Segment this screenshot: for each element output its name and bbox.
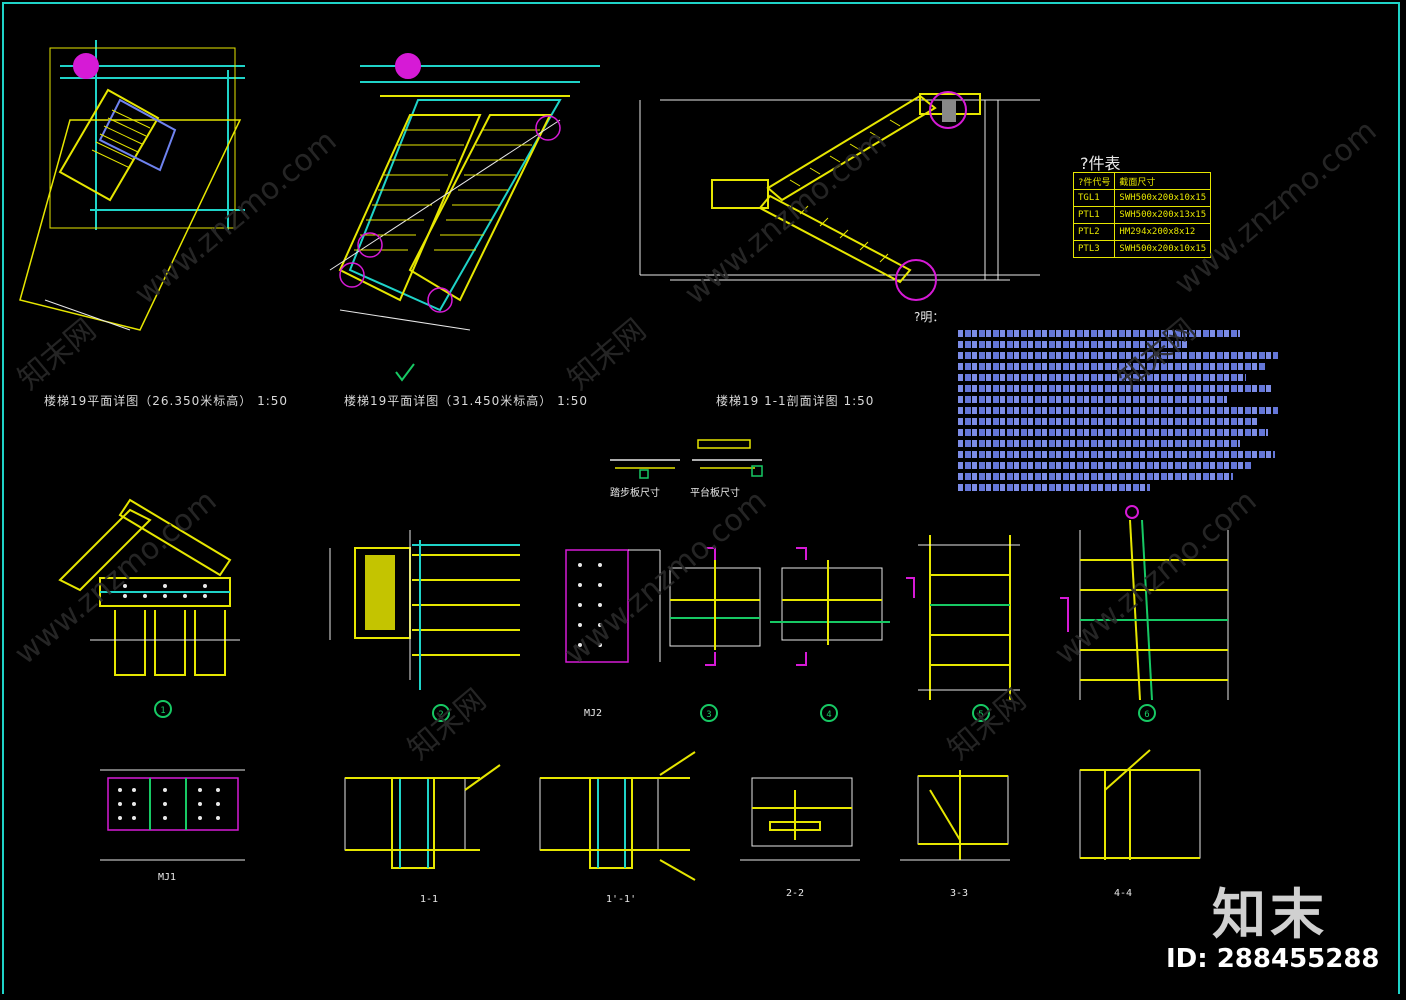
section-1-1-steps bbox=[789, 119, 901, 263]
stair-plan-1-treads bbox=[91, 109, 151, 169]
stair-plan-1 bbox=[19, 40, 245, 331]
detail-number-3: 3 bbox=[700, 704, 718, 722]
component-section: HM294x200x8x12 bbox=[1114, 223, 1212, 241]
mj1-caption: MJ1 bbox=[158, 872, 177, 883]
plan-2-caption: 楼梯19平面详图（31.450米标高） 1:50 bbox=[344, 394, 589, 408]
plan-1-caption: 楼梯19平面详图（26.350米标高） 1:50 bbox=[44, 394, 289, 408]
stair-plan-2-nodes bbox=[339, 115, 561, 313]
component-section: SWH500x200x10x15 bbox=[1114, 240, 1212, 258]
check-mark bbox=[395, 363, 415, 382]
cut-3-3-caption: 3-3 bbox=[950, 888, 969, 899]
cut-2-2 bbox=[740, 777, 860, 861]
table-row: PTL3 SWH500x200x10x15 bbox=[1072, 240, 1212, 258]
detail-5 bbox=[906, 535, 1020, 700]
note-line bbox=[958, 462, 1253, 469]
cut-4-4 bbox=[1079, 749, 1201, 860]
tread-caption: 踏步板尺寸 bbox=[610, 488, 660, 499]
plate-mj2-bolts bbox=[578, 563, 602, 647]
detail-6 bbox=[1060, 505, 1229, 701]
platform-caption: 平台板尺寸 bbox=[690, 488, 740, 499]
detail-1-bolts bbox=[123, 584, 207, 598]
cut-4-4-caption: 4-4 bbox=[1114, 888, 1133, 899]
table-row: ?件代号 截面尺寸 bbox=[1072, 172, 1212, 190]
detail-4 bbox=[770, 547, 890, 666]
cut-1p-1p-caption: 1'-1' bbox=[606, 894, 637, 905]
table-row: PTL2 HM294x200x8x12 bbox=[1072, 223, 1212, 241]
component-table: ?件代号 截面尺寸 TGL1 SWH500x200x10x15 PTL1 SWH… bbox=[1072, 172, 1212, 258]
note-line bbox=[958, 374, 1246, 381]
note-line bbox=[958, 363, 1266, 370]
table-cell: ?件代号 bbox=[1072, 172, 1116, 190]
notes-title: ?明： bbox=[914, 310, 945, 324]
note-line bbox=[958, 352, 1278, 359]
cut-1-1-caption: 1-1 bbox=[420, 894, 439, 905]
cut-1p-1p bbox=[539, 751, 696, 881]
detail-number-6: 6 bbox=[1138, 704, 1156, 722]
note-line bbox=[958, 341, 1189, 348]
note-line bbox=[958, 451, 1275, 458]
note-line bbox=[958, 484, 1150, 491]
detail-1 bbox=[58, 498, 240, 676]
detail-3 bbox=[669, 547, 761, 666]
tread-section bbox=[610, 459, 680, 479]
plate-mj2 bbox=[565, 549, 661, 663]
detail-number-4: 4 bbox=[820, 704, 838, 722]
note-line bbox=[958, 440, 1240, 447]
cut-1-1 bbox=[344, 764, 501, 869]
notes-block bbox=[958, 330, 1278, 495]
section-caption: 楼梯19 1-1剖面详图 1:50 bbox=[716, 394, 875, 408]
detail-2 bbox=[329, 530, 520, 690]
section-1-1 bbox=[639, 91, 1040, 301]
note-line bbox=[958, 473, 1234, 480]
component-code: PTL2 bbox=[1072, 223, 1116, 241]
mj2-caption: MJ2 bbox=[584, 708, 603, 719]
note-line bbox=[958, 429, 1269, 436]
cut-3-3 bbox=[900, 770, 1010, 861]
brand-logo: 知末 bbox=[1212, 883, 1328, 946]
component-code: TGL1 bbox=[1072, 189, 1116, 207]
image-id: ID: 288455288 bbox=[1166, 944, 1380, 974]
detail-number-2: 2 bbox=[432, 704, 450, 722]
component-table-title: ?件表 bbox=[1080, 154, 1121, 173]
plate-mj1-bolts bbox=[118, 788, 220, 820]
component-code: PTL3 bbox=[1072, 240, 1116, 258]
platform-section bbox=[692, 439, 763, 477]
table-cell: 截面尺寸 bbox=[1114, 172, 1212, 190]
cut-2-2-caption: 2-2 bbox=[786, 888, 805, 899]
stair-plan-2-treads bbox=[354, 129, 540, 251]
component-section: SWH500x200x10x15 bbox=[1114, 189, 1212, 207]
note-line bbox=[958, 396, 1227, 403]
table-row: TGL1 SWH500x200x10x15 bbox=[1072, 189, 1212, 207]
detail-number-5: 5 bbox=[972, 704, 990, 722]
note-line bbox=[958, 418, 1259, 425]
component-section: SWH500x200x13x15 bbox=[1114, 206, 1212, 224]
stair-plan-2 bbox=[329, 53, 600, 331]
plate-mj1 bbox=[100, 769, 245, 861]
table-row: PTL1 SWH500x200x13x15 bbox=[1072, 206, 1212, 224]
detail-number-1: 1 bbox=[154, 700, 172, 718]
note-line bbox=[958, 330, 1240, 337]
note-line bbox=[958, 385, 1272, 392]
component-code: PTL1 bbox=[1072, 206, 1116, 224]
note-line bbox=[958, 407, 1278, 414]
